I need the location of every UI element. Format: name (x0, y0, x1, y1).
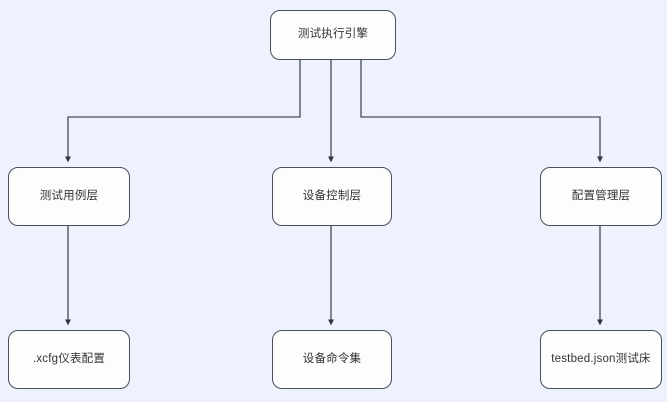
node-test-execution-engine[interactable]: 测试执行引擎 (270, 10, 396, 60)
node-device-command-set[interactable]: 设备命令集 (272, 330, 392, 389)
node-label: 测试用例层 (39, 189, 99, 202)
node-label: 测试执行引擎 (297, 28, 369, 41)
node-label: .xcfg仪表配置 (32, 352, 106, 365)
node-label: testbed.json测试床 (551, 352, 651, 365)
node-label: 设备控制层 (302, 189, 362, 202)
node-label: 设备命令集 (302, 352, 362, 365)
node-xcfg-instrument-config[interactable]: .xcfg仪表配置 (8, 330, 130, 389)
node-config-management-layer[interactable]: 配置管理层 (540, 167, 662, 226)
node-label: 配置管理层 (571, 189, 631, 202)
node-test-case-layer[interactable]: 测试用例层 (8, 167, 130, 226)
edge-root-to-testcase (65, 60, 301, 163)
node-testbed-json[interactable]: testbed.json测试床 (540, 330, 662, 389)
edge-root-to-configmgmt (360, 60, 603, 163)
node-device-control-layer[interactable]: 设备控制层 (272, 167, 392, 226)
